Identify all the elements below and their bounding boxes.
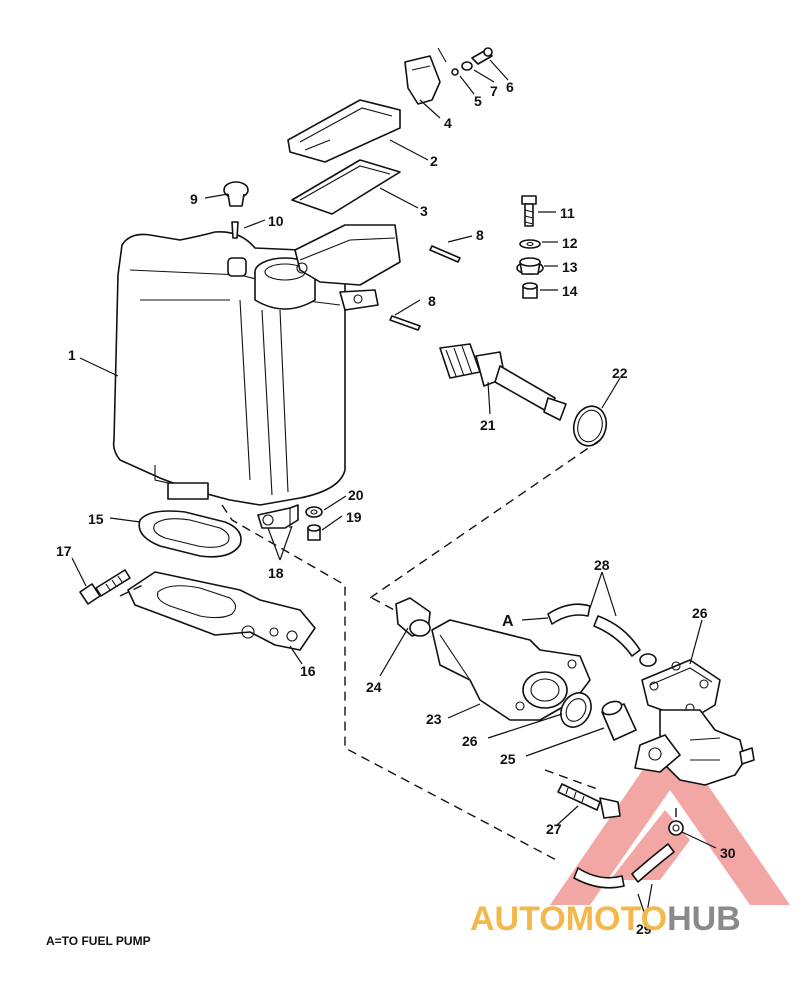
gasket-part-3 <box>291 159 401 215</box>
callout-6: 6 <box>506 79 514 95</box>
watermark: AUTOMOTOHUB <box>470 900 741 939</box>
callout-24: 24 <box>366 679 382 695</box>
callout-30: 30 <box>720 845 736 861</box>
callout-11: 11 <box>560 205 575 221</box>
callout-2: 2 <box>430 153 438 169</box>
bracket-part-16 <box>127 571 316 651</box>
washer-part-7 <box>461 61 473 71</box>
fitting-part-24 <box>395 597 431 637</box>
grommet-part-13 <box>516 257 544 275</box>
grommet-part-15 <box>138 510 242 558</box>
callout-19: 19 <box>346 509 362 525</box>
shaft-part-21 <box>439 343 567 421</box>
callout-1: 1 <box>68 347 76 363</box>
clip-part-4 <box>404 47 447 105</box>
callout-labels: 1 2 3 4 5 6 7 8 8 9 10 11 12 13 14 15 16… <box>56 79 736 937</box>
callout-4: 4 <box>444 115 452 131</box>
bolt-part-17 <box>79 569 131 605</box>
screw-part-6 <box>471 47 493 65</box>
bolt-part-11 <box>521 195 537 227</box>
pin-part-8a <box>429 245 461 263</box>
hose-connector-part-18 <box>257 504 299 529</box>
bushing-part-25 <box>601 700 637 741</box>
callout-22: 22 <box>612 365 628 381</box>
pin-part-8b <box>389 315 421 331</box>
callout-A: A <box>502 613 514 630</box>
callout-29: 29 <box>636 921 652 937</box>
callout-28: 28 <box>594 557 610 573</box>
callout-3: 3 <box>420 203 428 219</box>
assembly-lines <box>119 439 677 863</box>
callout-16: 16 <box>300 663 316 679</box>
cover-part-2 <box>287 99 401 163</box>
hose-part-29 <box>573 843 675 889</box>
fuel-pump-part-26b <box>634 659 755 786</box>
footnote: A=TO FUEL PUMP <box>46 934 151 948</box>
screw-part-19 <box>307 524 321 541</box>
tank-bracket <box>294 224 401 311</box>
callout-23: 23 <box>426 711 442 727</box>
hose-part-28 <box>547 603 657 667</box>
callout-13: 13 <box>562 259 578 275</box>
callout-27: 27 <box>546 821 562 837</box>
callout-15: 15 <box>88 511 104 527</box>
leader-lines <box>71 59 717 919</box>
callout-10: 10 <box>268 213 284 229</box>
callout-18: 18 <box>268 565 284 581</box>
callout-9: 9 <box>190 191 198 207</box>
o-ring-part-22 <box>572 405 608 447</box>
callout-20: 20 <box>348 487 364 503</box>
washer-part-20 <box>305 506 323 518</box>
bolt-part-27 <box>557 783 621 819</box>
callout-8a: 8 <box>476 227 484 243</box>
callout-12: 12 <box>562 235 578 251</box>
washer-part-5 <box>451 68 459 76</box>
o-ring-part-26a <box>560 692 592 728</box>
cap-part-9 <box>223 181 249 207</box>
watermark-text-secondary: HUB <box>667 900 741 938</box>
callout-5: 5 <box>474 93 482 109</box>
watermark-text-primary: AUTOMOTO <box>470 900 668 938</box>
callout-26b: 26 <box>692 605 708 621</box>
callout-8b: 8 <box>428 293 436 309</box>
nut-part-30 <box>668 820 684 836</box>
fuel-tank-part-1 <box>112 231 346 506</box>
collar-part-14 <box>522 282 538 299</box>
washer-part-12 <box>519 239 541 249</box>
callout-17: 17 <box>56 543 72 559</box>
callout-26a: 26 <box>462 733 478 749</box>
callout-7: 7 <box>490 83 498 99</box>
callout-14: 14 <box>562 283 578 299</box>
vent-part-10 <box>231 221 239 239</box>
callout-25: 25 <box>500 751 516 767</box>
pump-housing-part-23 <box>431 619 591 721</box>
callout-21: 21 <box>480 417 496 433</box>
